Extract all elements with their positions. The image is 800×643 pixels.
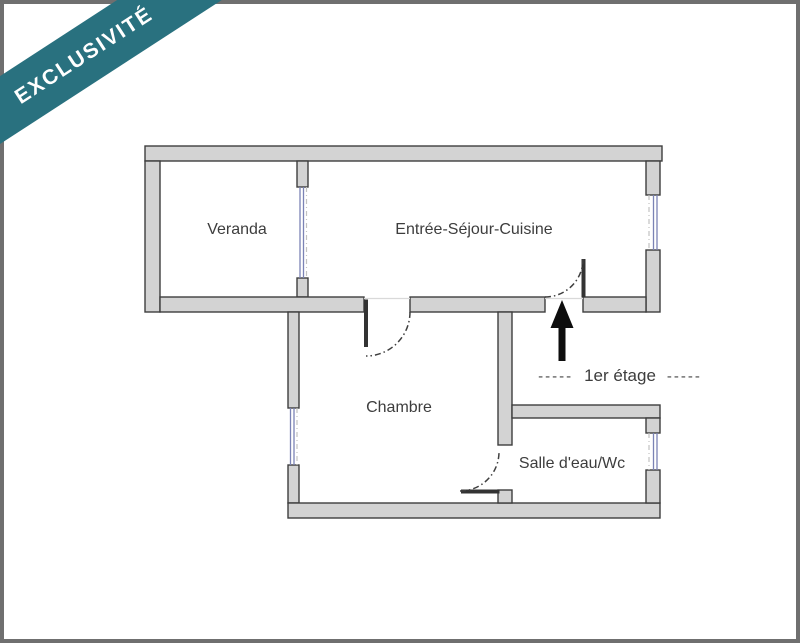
- door: [364, 297, 411, 357]
- wall-segment: [645, 417, 661, 434]
- window: [648, 195, 658, 250]
- wall-segment: [497, 311, 513, 446]
- level-dash-right: -----: [666, 367, 702, 385]
- wall-segment: [144, 145, 663, 162]
- wall-segment: [159, 296, 365, 313]
- doors-group: [364, 258, 586, 494]
- window: [648, 433, 658, 470]
- level-label-text: 1er étage: [584, 366, 656, 385]
- wall-segment: [287, 311, 300, 409]
- walls-group: [144, 145, 663, 519]
- wall-segment: [287, 464, 300, 504]
- door: [544, 258, 586, 300]
- stairs-up-arrow-icon: [550, 300, 574, 361]
- wall-segment: [582, 296, 647, 313]
- door: [459, 451, 500, 494]
- level-dash-left: -----: [538, 367, 574, 385]
- windows-group: [289, 187, 658, 470]
- window: [299, 187, 308, 278]
- wall-segment: [287, 502, 661, 519]
- window: [289, 408, 298, 465]
- wall-segment: [511, 404, 661, 419]
- wall-segment: [645, 160, 661, 196]
- wall-segment: [296, 160, 309, 188]
- wall-segment: [645, 249, 661, 313]
- wall-segment: [645, 469, 661, 504]
- room-label-salle-deau-wc: Salle d'eau/Wc: [518, 455, 626, 472]
- room-label-veranda: Veranda: [207, 221, 267, 238]
- wall-segment: [144, 160, 161, 313]
- room-label-entree-sejour-cuisine: Entrée-Séjour-Cuisine: [395, 221, 553, 238]
- level-label: ----- 1er étage -----: [538, 366, 702, 386]
- wall-segment: [409, 296, 546, 313]
- room-label-chambre: Chambre: [366, 399, 432, 416]
- wall-segment: [497, 489, 513, 504]
- wall-segment: [296, 277, 309, 298]
